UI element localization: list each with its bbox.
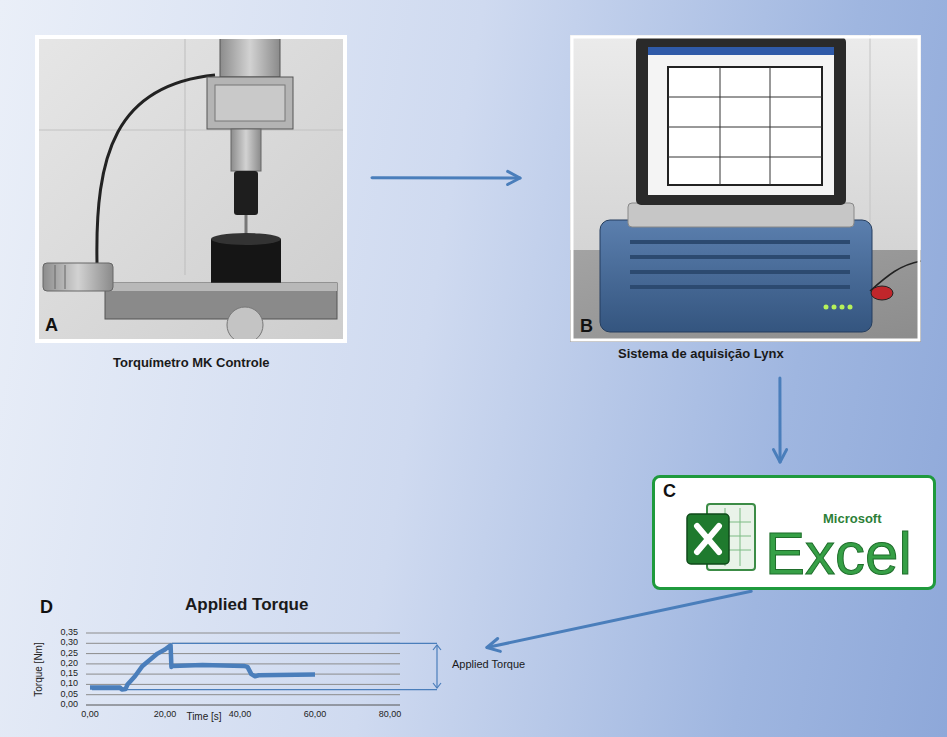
led [840,305,845,310]
window-bar [648,47,834,55]
column [220,35,280,77]
knob-ridge [65,265,66,289]
sample-holder-top [211,233,281,245]
cross-slide-top [105,283,337,291]
panel-letter: A [45,316,58,336]
arrow-shaft [778,378,781,462]
gridline [86,653,400,654]
tile-joint [35,130,347,131]
cable [97,75,215,263]
laptop-screen [648,47,834,195]
panel-letter: B [580,317,593,337]
gridline [86,674,400,675]
laptop-lid [636,37,846,205]
acquisition-photo [570,35,921,342]
arrow-shaft [487,591,751,647]
logo-badge [687,514,729,564]
x-axis [86,705,400,706]
panel-letter: C [663,482,676,502]
tick-label: 0,30 [60,638,78,648]
arrowhead [508,171,520,184]
tick-label: 0,10 [60,679,78,689]
chuck [234,171,258,215]
arrowhead [487,639,500,652]
gridline [86,633,400,634]
software-name: Excel [765,524,912,584]
annotation-label: Applied Torque [452,658,525,670]
bracket [207,77,293,129]
gridline [86,684,400,685]
flow-arrow [372,171,520,184]
arrow-shaft [372,176,520,179]
acquisition-unit [600,220,872,332]
tick-label: 0,00 [81,710,99,720]
tick-label: 40,00 [229,710,252,720]
tick-label: 60,00 [304,710,327,720]
panel-letter: D [40,598,53,618]
range-arrowhead [433,645,441,650]
torque-meter-photo [35,35,347,343]
software-box: CMicrosoftExcel [652,475,936,590]
tick-label: 0,15 [60,669,78,679]
screen-grid [668,97,822,98]
bracket-plate [215,85,285,121]
tile-joint [185,35,186,275]
wall [35,35,347,343]
arrowhead [773,450,786,462]
bracket-line [172,643,437,644]
led [848,305,853,310]
screen-grid [720,67,721,185]
micrometer-knob [43,263,113,291]
tile-joint [870,35,871,250]
vent [630,255,850,259]
axis-title: Time [s] [186,711,221,722]
tick-label: 0,20 [60,659,78,669]
knob-ridge [55,265,56,289]
chart-title: Applied Torque [185,595,308,615]
vent [630,270,850,274]
photo-panel: B Sistema de aquisição Lynx [570,35,921,370]
screen-grid [770,67,771,185]
tick-label: 0,35 [60,628,78,638]
cross-slide [105,283,337,319]
panel-caption: Torquímetro MK Controle [113,355,269,371]
sheet-grid [740,508,741,566]
axis-title: Torque [Nm] [33,642,44,696]
screen-grid [668,127,822,128]
photo-panel: A Torquímetro MK Controle [35,35,347,375]
photo-frame [572,37,919,340]
vent [630,285,850,289]
screen-plot [668,67,822,185]
lower-knob [227,307,263,343]
screen-grid [668,157,822,158]
led [824,305,829,310]
tick-label: 20,00 [154,710,177,720]
panel-caption: Sistema de aquisição Lynx [618,346,784,362]
excel-logo [685,500,759,576]
tick-label: 80,00 [379,710,402,720]
sample-holder [211,239,281,285]
range-arrowhead [433,683,441,688]
mouse [871,286,893,300]
shaft [231,129,261,171]
photo-frame [37,37,345,341]
led [832,305,837,310]
torque-series [90,645,315,689]
flow-arrow [773,378,786,462]
flow-arrow [487,591,751,651]
logo-x [697,526,719,552]
tick-label: 0,05 [60,690,78,700]
laptop-base [628,203,854,227]
bracket-line [92,689,437,690]
tick-label: 0,00 [60,700,78,710]
gridline [86,694,400,695]
range-arrow [436,645,437,688]
tick-label: 0,25 [60,649,78,659]
vent [630,240,850,244]
